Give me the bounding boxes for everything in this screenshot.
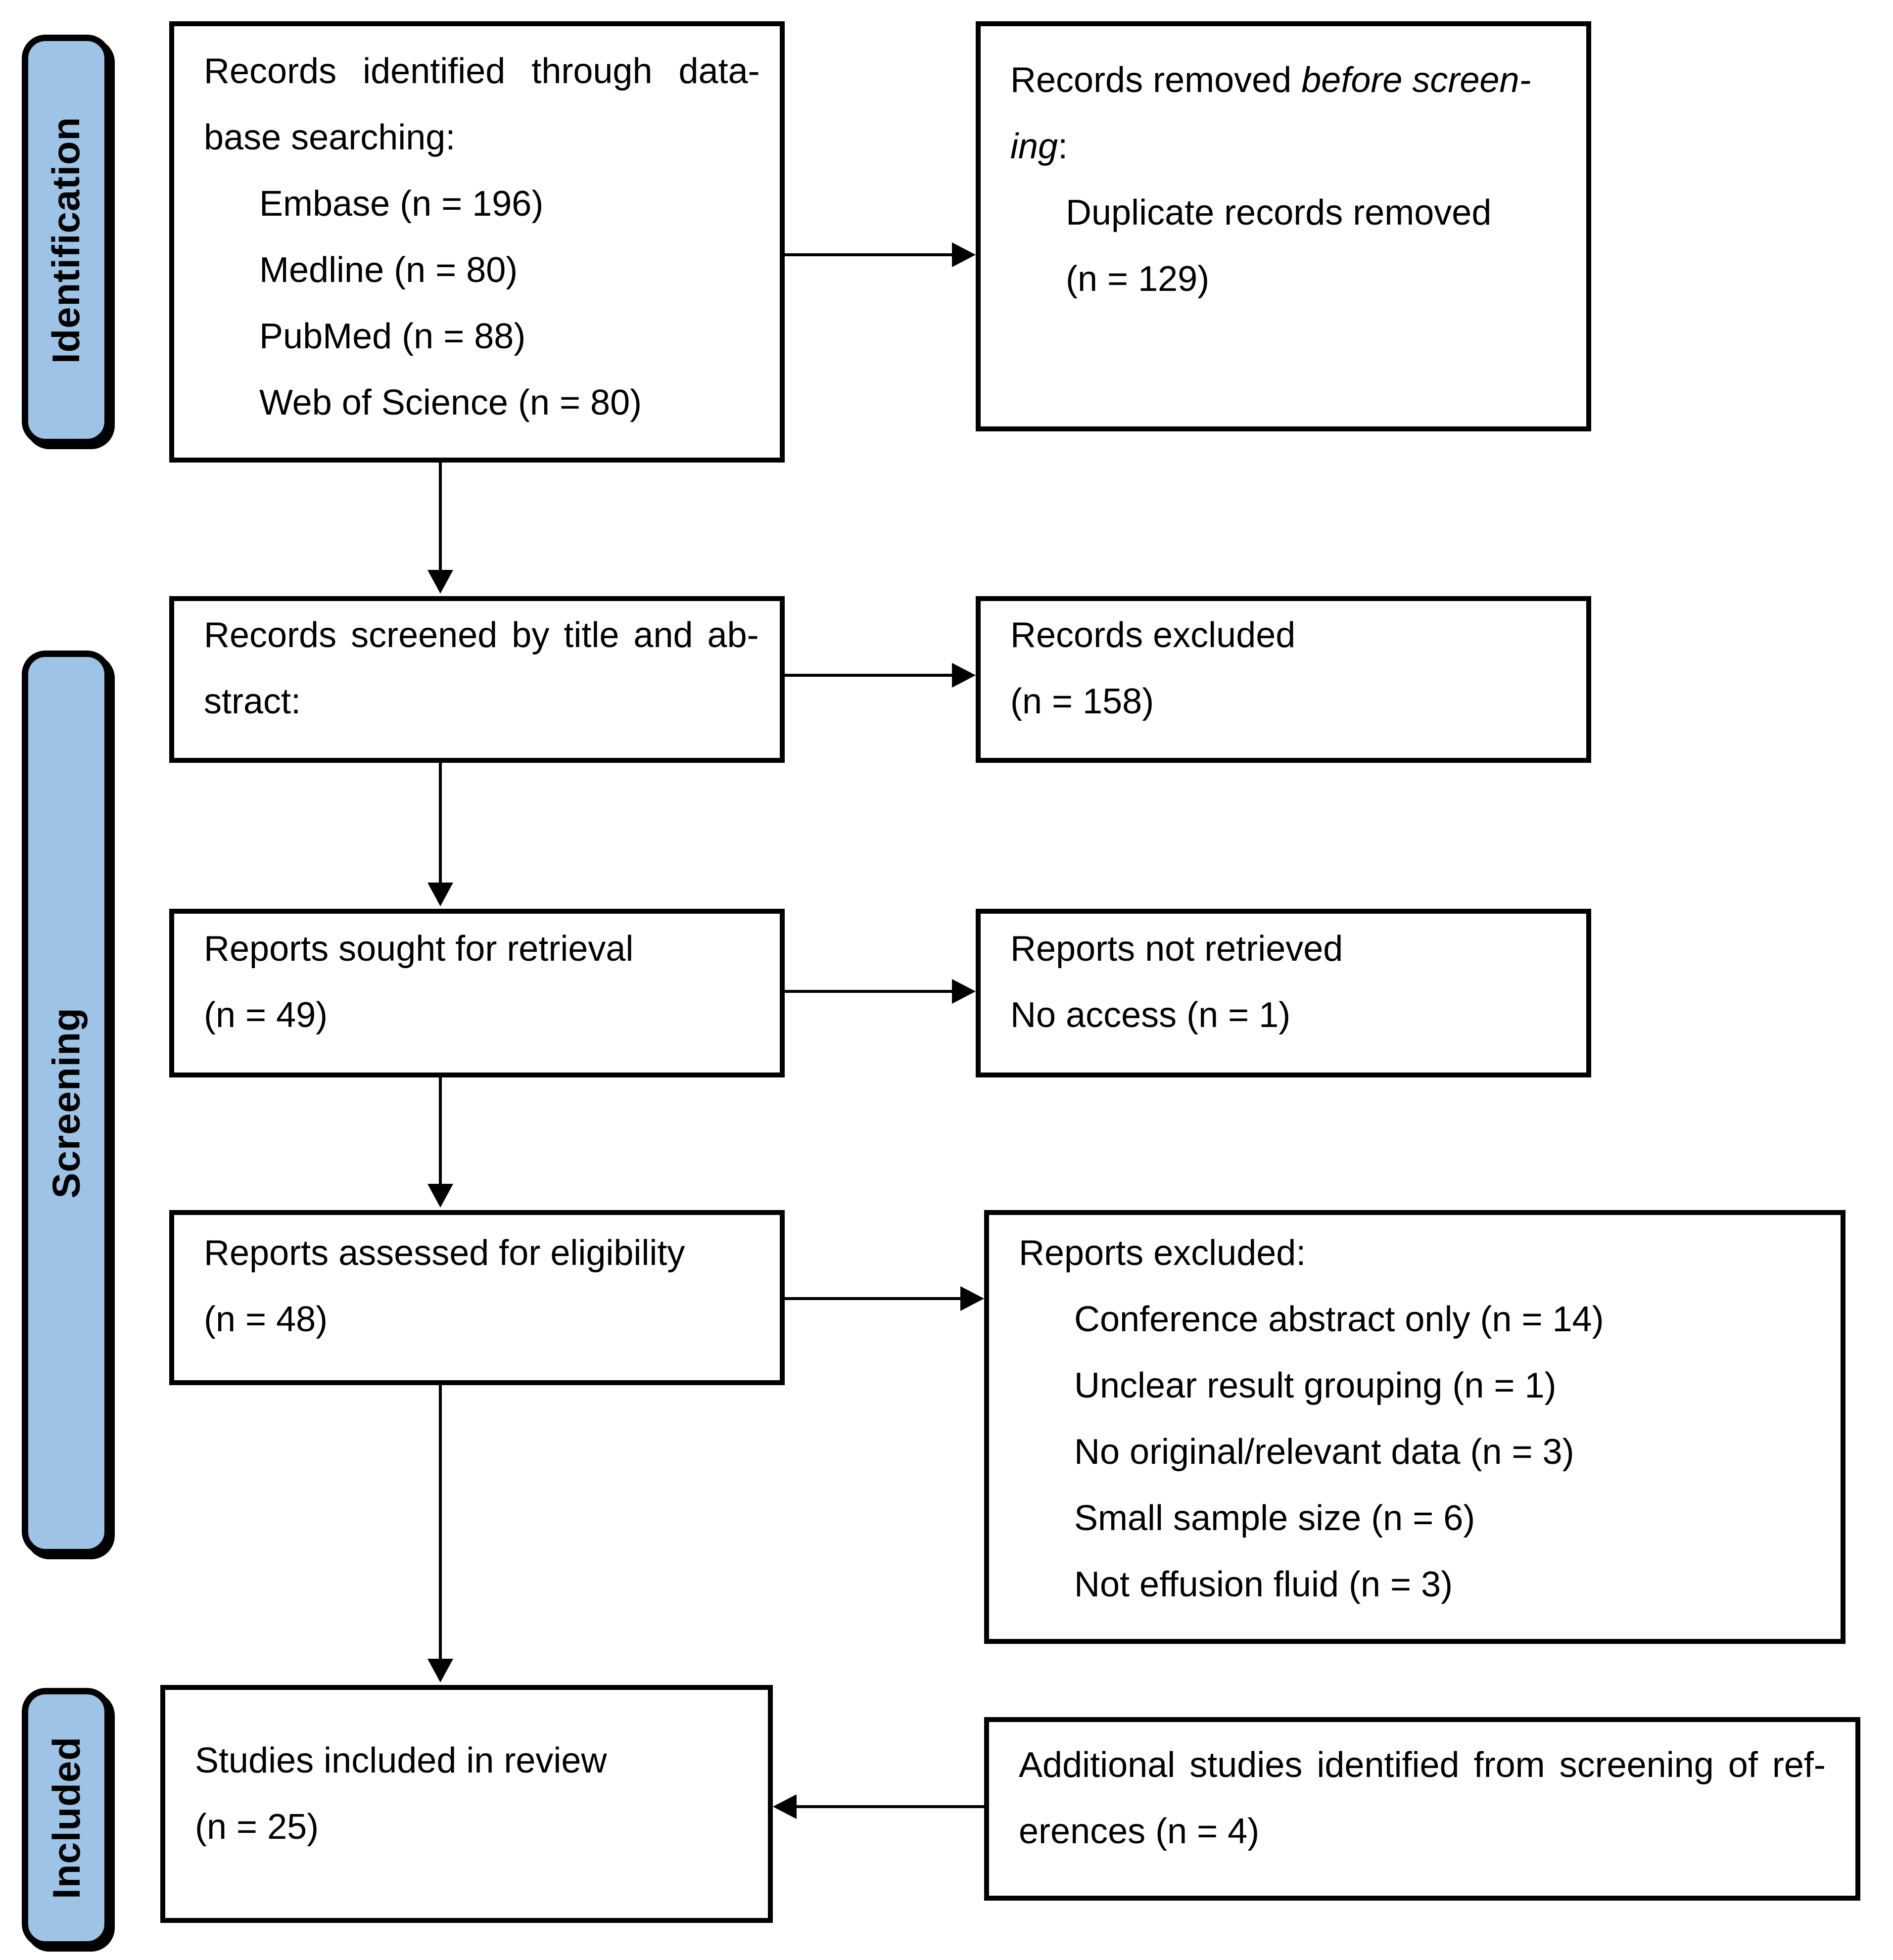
stage-label-included: Included	[22, 1688, 111, 1948]
text: Medline (n = 80)	[259, 250, 518, 290]
text-line: Small sample size (n = 6)	[1019, 1485, 1826, 1551]
text-line: Duplicate records removed	[1010, 180, 1571, 246]
text-line: (n = 158)	[1010, 668, 1571, 735]
text: No original/relevant data (n = 3)	[1074, 1432, 1574, 1472]
text: Not effusion fluid (n = 3)	[1074, 1565, 1453, 1604]
text: base searching:	[204, 118, 456, 157]
box-reports-assessed: Reports assessed for eligibility (n = 48)	[169, 1210, 785, 1385]
text-line: Records excluded	[1010, 602, 1571, 668]
text: (n = 25)	[195, 1807, 319, 1847]
text-line: Records identified through data-	[204, 38, 765, 104]
text: (n = 48)	[204, 1300, 328, 1339]
arrow-screened-to-excluded-icon	[785, 663, 976, 688]
text: Reports excluded:	[1019, 1233, 1306, 1273]
arrow-sought-to-not-retrieved-icon	[785, 979, 976, 1004]
text: PubMed (n = 88)	[259, 317, 526, 356]
box-studies-included: Studies included in review (n = 25)	[160, 1685, 773, 1923]
text: Small sample size (n = 6)	[1074, 1498, 1475, 1538]
text: Unclear result grouping (n = 1)	[1074, 1366, 1557, 1405]
arrow-assessed-to-included-icon	[427, 1385, 453, 1682]
text-line: Conference abstract only (n = 14)	[1019, 1286, 1826, 1353]
italic-text: before screen-	[1301, 60, 1531, 100]
text-line: (n = 48)	[204, 1286, 765, 1353]
stage-label-text: Included	[44, 1736, 88, 1899]
text-line: erences (n = 4)	[1019, 1798, 1841, 1865]
text-line: Web of Science (n = 80)	[204, 370, 765, 436]
text: :	[1058, 127, 1068, 166]
text-line: Records removed before screen-	[1010, 47, 1571, 113]
stage-label-text: Identification	[44, 116, 88, 364]
text: Reports sought for retrieval	[204, 929, 634, 969]
text-line: (n = 25)	[195, 1794, 753, 1860]
box-records-removed-before-screening: Records removed before screen-ing: Duplic…	[976, 21, 1591, 431]
text-line: Records screened by title and ab-	[204, 602, 765, 668]
text-line: ing:	[1010, 113, 1571, 180]
arrow-identified-to-removed-icon	[785, 242, 976, 267]
text: Reports not retrieved	[1010, 929, 1343, 969]
arrow-assessed-to-excluded-icon	[785, 1286, 984, 1311]
text: Reports assessed for eligibility	[204, 1233, 685, 1273]
text-line: Studies included in review	[195, 1727, 753, 1794]
text: stract:	[204, 682, 301, 721]
stage-label-identification: Identification	[22, 35, 111, 445]
text-line: PubMed (n = 88)	[204, 303, 765, 370]
text: Records removed	[1010, 60, 1302, 100]
stage-label-text: Screening	[44, 1007, 88, 1199]
text: Duplicate records removed	[1066, 193, 1492, 233]
text-line: Reports excluded:	[1019, 1220, 1826, 1286]
text-line: No original/relevant data (n = 3)	[1019, 1419, 1826, 1485]
arrow-identified-to-screened-icon	[427, 463, 453, 594]
stage-label-screening: Screening	[22, 651, 111, 1555]
text: Studies included in review	[195, 1741, 607, 1780]
text-line: Reports sought for retrieval	[204, 916, 765, 982]
text-line: base searching:	[204, 104, 765, 171]
text-line: Reports assessed for eligibility	[204, 1220, 765, 1286]
text-line: Additional studies identified from scree…	[1019, 1732, 1841, 1798]
text-line: No access (n = 1)	[1010, 982, 1571, 1048]
box-additional-studies: Additional studies identified from scree…	[984, 1717, 1860, 1901]
text-line: Unclear result grouping (n = 1)	[1019, 1353, 1826, 1419]
text: (n = 129)	[1066, 259, 1210, 299]
text: Conference abstract only (n = 14)	[1074, 1300, 1604, 1339]
arrow-sought-to-assessed-icon	[427, 1077, 453, 1208]
text: Additional studies identified from scree…	[1019, 1745, 1826, 1785]
italic-text: ing	[1010, 127, 1058, 166]
box-records-identified: Records identified through data-base sea…	[169, 21, 785, 463]
text-line: Reports not retrieved	[1010, 916, 1571, 982]
box-records-screened: Records screened by title and ab-stract:	[169, 596, 785, 763]
text-line: stract:	[204, 668, 765, 735]
box-records-excluded: Records excluded (n = 158)	[976, 596, 1591, 763]
text: Records identified through data-	[204, 51, 760, 91]
text-line: Medline (n = 80)	[204, 237, 765, 303]
arrow-screened-to-sought-icon	[427, 763, 453, 906]
text-line: (n = 49)	[204, 982, 765, 1048]
text: Records screened by title and ab-	[204, 615, 759, 655]
text: Records excluded	[1010, 615, 1296, 655]
text: erences (n = 4)	[1019, 1812, 1260, 1851]
arrow-additional-to-included-icon	[773, 1794, 984, 1819]
text-line: (n = 129)	[1010, 246, 1571, 312]
text-line: Embase (n = 196)	[204, 171, 765, 237]
text: No access (n = 1)	[1010, 995, 1291, 1035]
text: Web of Science (n = 80)	[259, 383, 642, 422]
text: (n = 49)	[204, 995, 328, 1035]
box-reports-sought: Reports sought for retrieval (n = 49)	[169, 909, 785, 1077]
box-reports-excluded: Reports excluded: Conference abstract onl…	[984, 1210, 1846, 1644]
box-reports-not-retrieved: Reports not retrieved No access (n = 1)	[976, 909, 1591, 1077]
text-line: Not effusion fluid (n = 3)	[1019, 1551, 1826, 1618]
text: Embase (n = 196)	[259, 184, 544, 224]
text: (n = 158)	[1010, 682, 1154, 721]
